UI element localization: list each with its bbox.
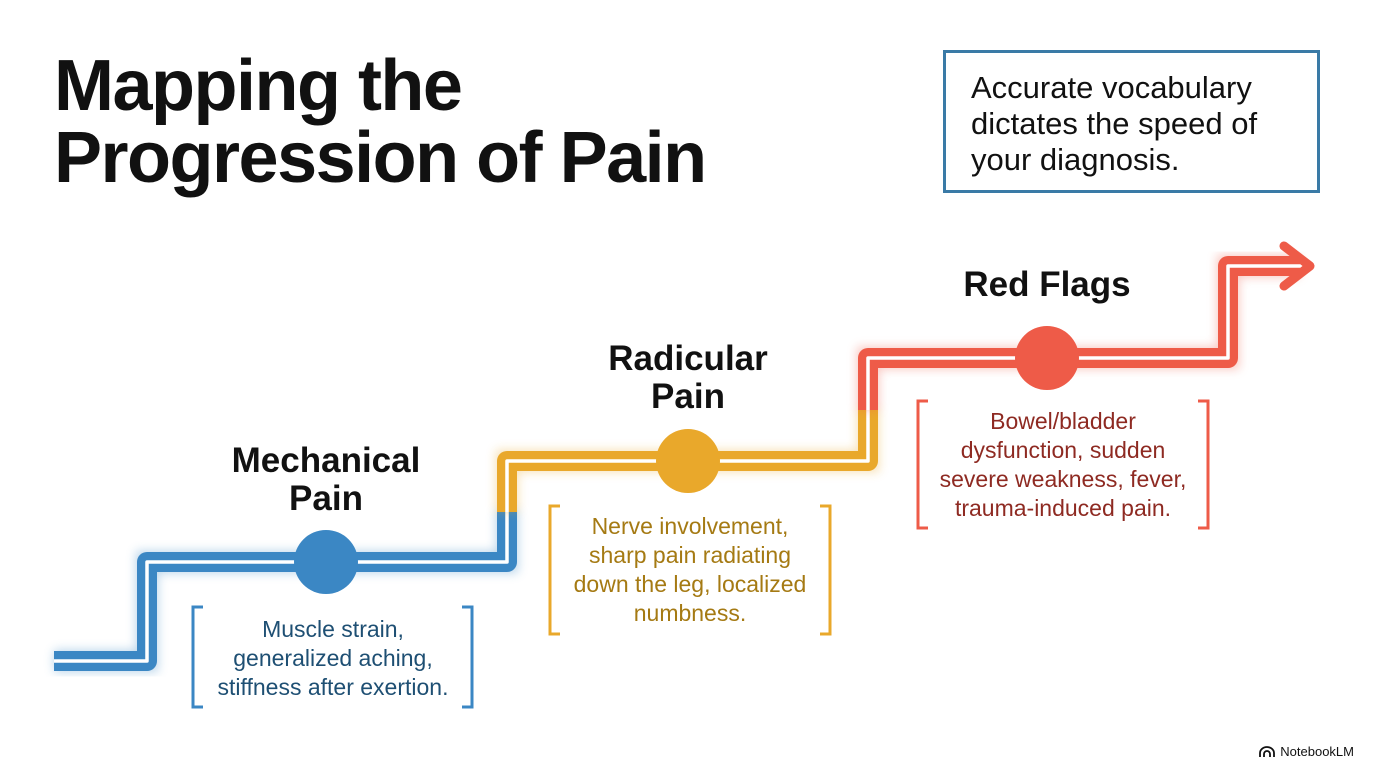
stage-node-radicular (656, 429, 720, 493)
callout-line: dictates the speed of (971, 106, 1258, 141)
title-line: Progression of Pain (54, 118, 707, 198)
callout-line: your diagnosis. (971, 142, 1180, 177)
footer-brand-label: NotebookLM (1280, 744, 1354, 759)
notebooklm-logo-icon (1259, 745, 1276, 757)
bracket-radicular (548, 504, 832, 636)
stage-node-red-flags (1015, 326, 1079, 390)
callout-line: Accurate vocabulary (971, 70, 1252, 105)
stage-node-mechanical (294, 530, 358, 594)
arrow-head-icon (1279, 241, 1315, 291)
callout-box: Accurate vocabulary dictates the speed o… (943, 50, 1320, 193)
path-segment-red-flags (857, 241, 1315, 410)
footer-brand: NotebookLM (1259, 744, 1354, 759)
page-title: Mapping the Progression of Pain (54, 46, 707, 198)
stage-description-radicular: Nerve involvement, sharp pain radiating … (573, 513, 807, 626)
bracket-mechanical (191, 605, 474, 709)
stage-title-mechanical: Mechanical Pain (231, 441, 421, 518)
title-line: Mapping the (54, 46, 463, 126)
bracket-red-flags (916, 399, 1210, 530)
path-segment-mechanical (54, 510, 518, 672)
stage-description-red-flags: Bowel/bladder dysfunction, sudden severe… (939, 408, 1187, 521)
stage-description-mechanical: Muscle strain, generalized aching, stiff… (217, 616, 449, 700)
stage-title-red-flags: Red Flags (963, 265, 1131, 304)
stage-title-radicular: Radicular Pain (608, 339, 768, 416)
